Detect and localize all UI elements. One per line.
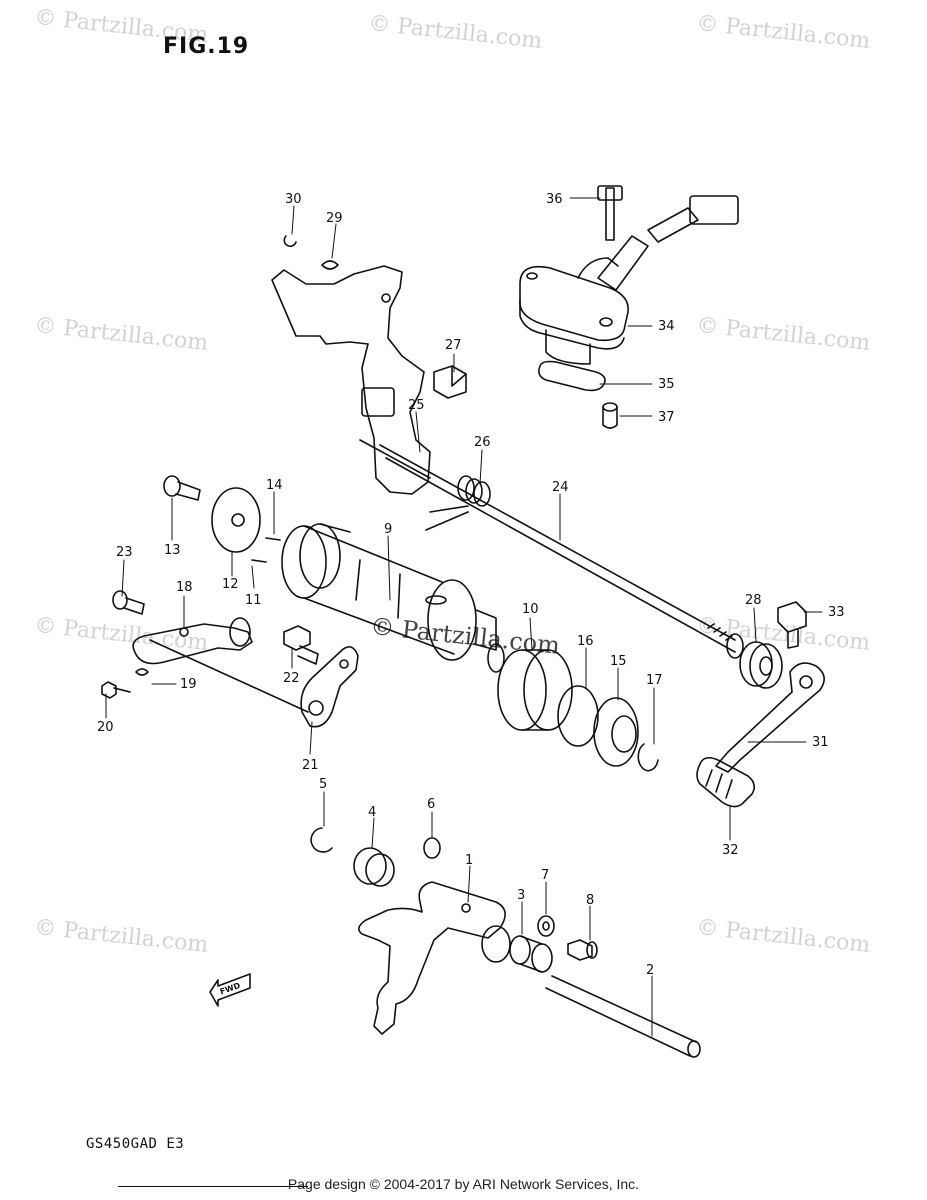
figure-title: FIG.19 [163,34,250,59]
callout-17: 17 [646,673,663,688]
callout-2: 2 [646,963,654,978]
pin [251,559,267,563]
bolt [283,625,319,665]
callout-11: 11 [245,593,262,608]
spring [135,668,149,676]
callout-1: 1 [465,853,473,868]
needle-bearing [497,649,573,731]
circlip [283,235,297,248]
callout-8: 8 [586,893,594,908]
footer-rule [118,1186,308,1187]
shift-arm [132,617,309,713]
callout-18: 18 [176,580,193,595]
callout-20: 20 [97,720,114,735]
callout-12: 12 [222,577,239,592]
shaft-return-spring [425,475,491,531]
ball-bearing [593,697,639,767]
callout-23: 23 [116,545,133,560]
roller [353,847,395,887]
callout-10: 10 [522,602,539,617]
stud-bolt [433,365,467,399]
callout-19: 19 [180,677,197,692]
screw [567,939,598,961]
shift-shaft [359,439,744,659]
gear-shift-cam [281,523,505,673]
gear-position-switch [519,185,739,365]
callout-14: 14 [266,478,283,493]
small-spring [321,260,339,270]
callout-34: 34 [658,319,675,334]
callout-33: 33 [828,605,845,620]
stopper-arm-plate [271,265,431,495]
screw [112,590,145,615]
callout-22: 22 [283,671,300,686]
callout-37: 37 [658,410,675,425]
pin [265,537,281,541]
callout-5: 5 [319,777,327,792]
plate-hole [381,293,391,303]
spring-pin [101,681,131,699]
callout-26: 26 [474,435,491,450]
cam-stopper [300,646,359,728]
plate-window [361,387,395,417]
roller [423,837,441,859]
callout-16: 16 [577,634,594,649]
oil-seal [739,641,783,689]
callout-32: 32 [722,843,739,858]
circlip [557,685,599,747]
screw [163,475,201,501]
callout-21: 21 [302,758,319,773]
callout-13: 13 [164,543,181,558]
callout-6: 6 [427,797,435,812]
callout-30: 30 [285,192,302,207]
callout-7: 7 [541,868,549,883]
model-code: GS450GAD E3 [86,1136,185,1152]
callout-27: 27 [445,338,462,353]
callout-31: 31 [812,735,829,750]
circlip [310,827,333,853]
page-footer: Page design © 2004-2017 by ARI Network S… [287,1176,640,1192]
cam-plate [211,487,261,553]
callout-3: 3 [517,888,525,903]
roller [509,935,553,973]
bolt [777,601,807,649]
shift-fork [358,881,511,1035]
dowel-pin [602,402,618,429]
callout-9: 9 [384,522,392,537]
callout-15: 15 [610,654,627,669]
callout-24: 24 [552,480,569,495]
callout-labels: 1 2 3 4 5 6 7 8 9 10 11 12 13 14 15 16 1… [97,192,845,996]
circlip [637,743,659,772]
callout-36: 36 [546,192,563,207]
shift-fork-shaft [545,975,701,1058]
o-ring [538,360,606,392]
gearshift-lever [696,662,825,808]
callout-25: 25 [408,398,425,413]
fwd-arrow [209,973,251,1007]
washer [537,915,555,937]
callout-28: 28 [745,593,762,608]
callout-29: 29 [326,211,343,226]
callout-4: 4 [368,805,376,820]
callout-35: 35 [658,377,675,392]
